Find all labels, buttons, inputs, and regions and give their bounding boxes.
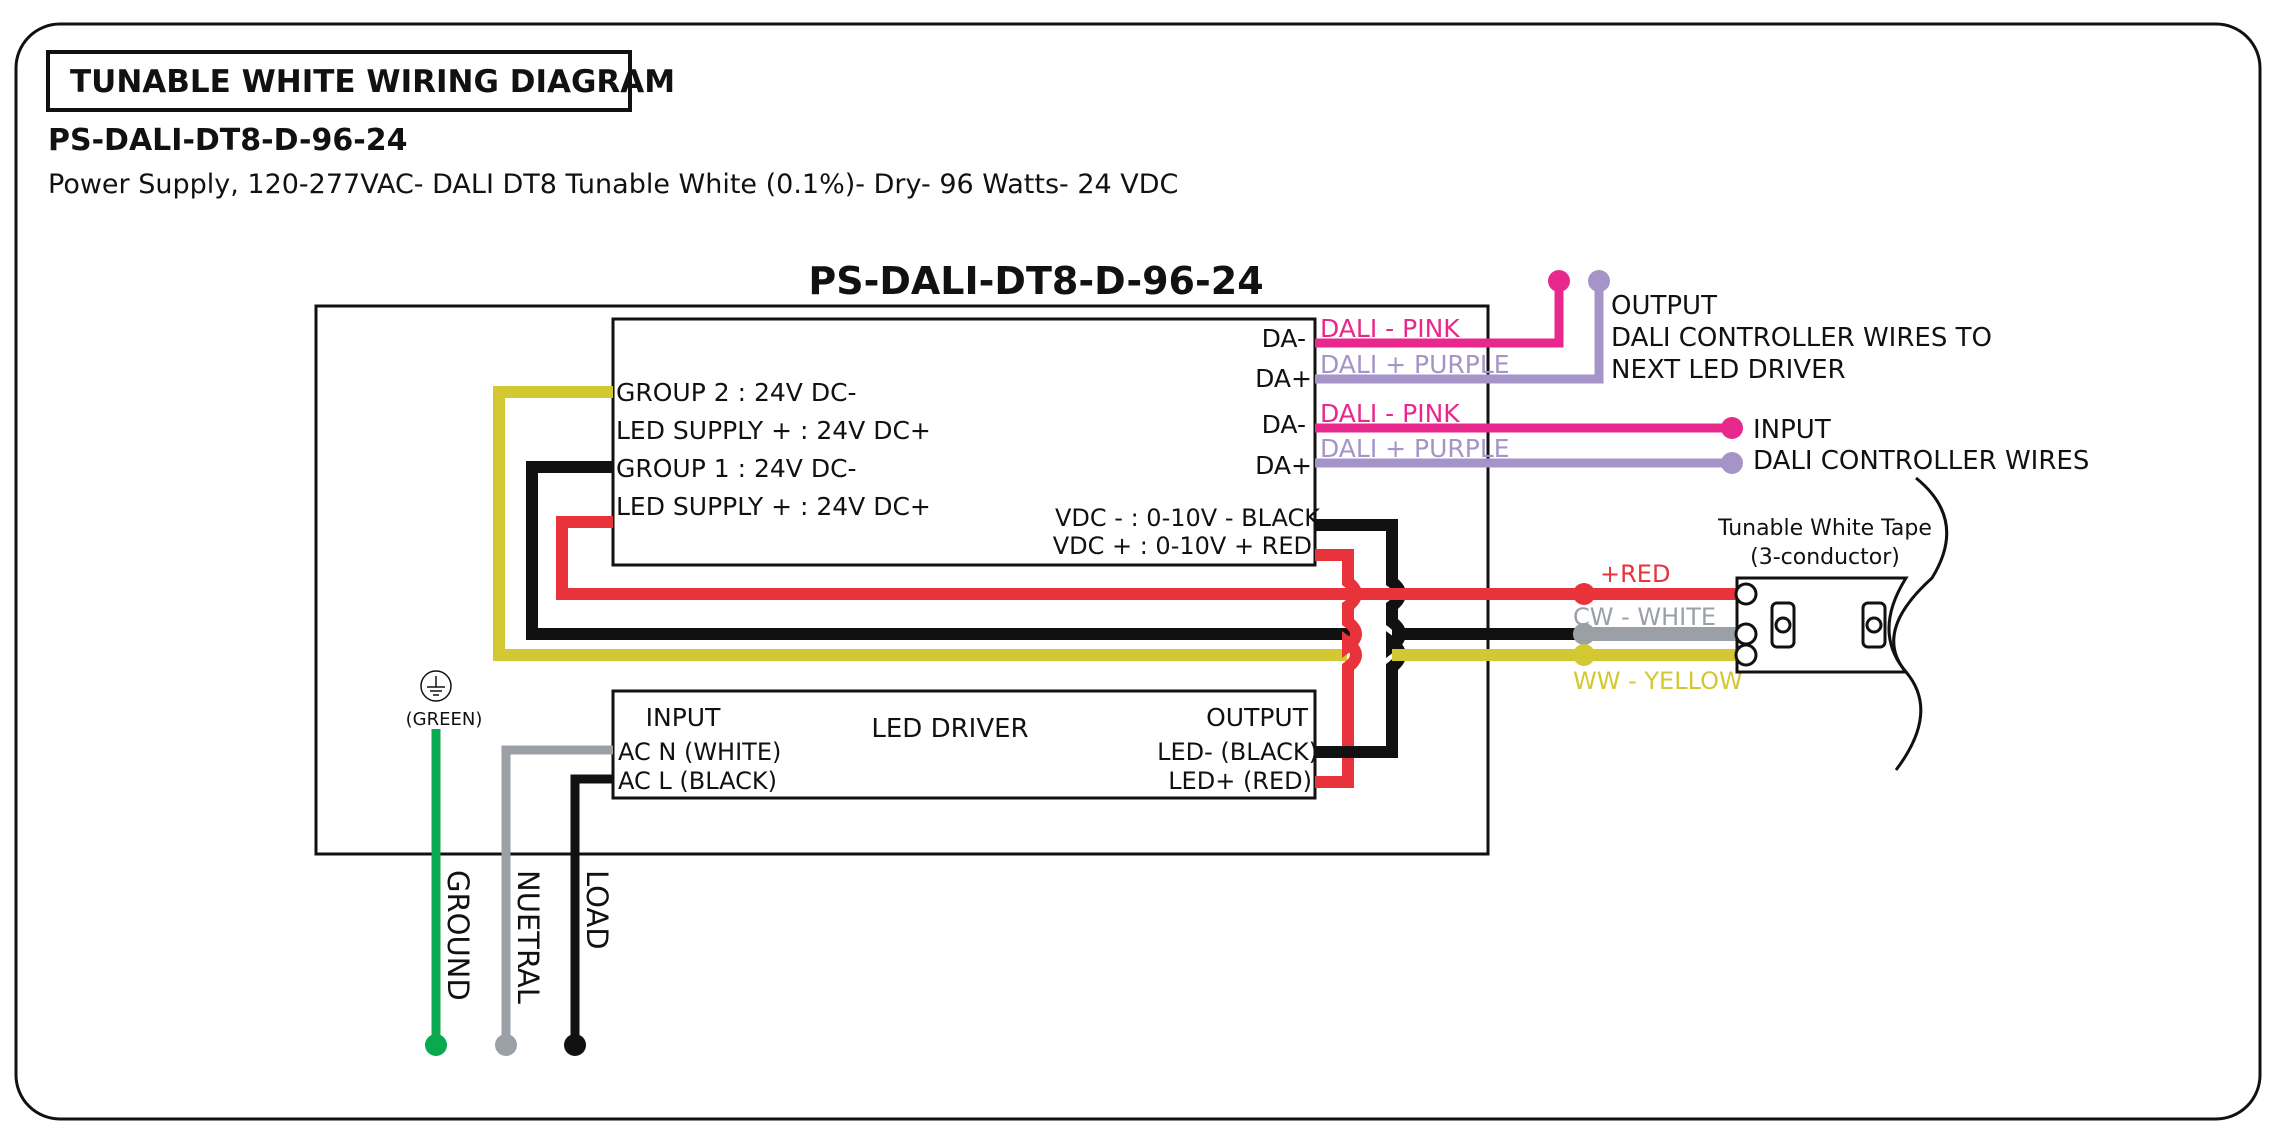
wire-dali-purple-output [1315, 281, 1604, 384]
dali-module-box [611, 317, 1317, 567]
wire-black-out-cover [1580, 627, 1737, 641]
annotation-output-1: OUTPUT [1611, 291, 1717, 321]
label-da-plus-1: DA+ [1255, 364, 1312, 393]
label-led-plus: LED+ (RED) [1168, 767, 1312, 795]
tape-label-2: (3-conductor) [1750, 545, 1900, 570]
unit-title: PS-DALI-DT8-D-96-24 [808, 259, 1263, 303]
label-led-supply-1: LED SUPPLY + : 24V DC+ [616, 416, 931, 445]
label-ac-l: AC L (BLACK) [618, 767, 777, 795]
outer-frame [14, 22, 2262, 1121]
wire-neutral [501, 745, 613, 1045]
label-da-plus-2: DA+ [1255, 451, 1312, 480]
model-number: PS-DALI-DT8-D-96-24 [48, 123, 407, 158]
label-driver-input: INPUT [646, 703, 721, 732]
label-da-minus-2: DA- [1262, 410, 1306, 439]
label-cw-white: CW - WHITE [1573, 603, 1716, 631]
label-vdc-minus: VDC - : 0-10V - BLACK [1055, 504, 1321, 532]
terminal-yellow [1573, 644, 1595, 666]
label-plus-red: +RED [1600, 560, 1670, 588]
label-led-minus: LED- (BLACK) [1157, 738, 1318, 766]
label-ww-yellow: WW - YELLOW [1573, 667, 1743, 695]
label-load: LOAD [580, 870, 614, 950]
wire-dali-pink-output [1315, 281, 1564, 348]
wire-black-cw [526, 461, 1353, 640]
label-dali-pink-1: DALI - PINK [1320, 314, 1460, 343]
tape-label-1: Tunable White Tape [1717, 516, 1932, 541]
unit-enclosure [314, 304, 1490, 856]
label-led-driver: LED DRIVER [871, 714, 1028, 744]
tape-pad-2 [1734, 622, 1758, 646]
label-led-supply-2: LED SUPPLY + : 24V DC+ [616, 492, 931, 521]
terminal-output-purple [1588, 270, 1610, 292]
title-box [46, 50, 632, 112]
label-dali-purple-2: DALI + PURPLE [1320, 434, 1510, 463]
label-group1: GROUP 1 : 24V DC- [616, 454, 857, 483]
wire-red-supply [556, 516, 1353, 600]
product-description: Power Supply, 120-277VAC- DALI DT8 Tunab… [48, 169, 1178, 200]
label-dali-purple-1: DALI + PURPLE [1320, 350, 1510, 379]
terminal-load [564, 1034, 586, 1056]
label-driver-output: OUTPUT [1206, 703, 1309, 732]
annotation-output-3: NEXT LED DRIVER [1611, 355, 1846, 385]
wire-load [570, 774, 613, 1045]
terminal-input-pink [1721, 417, 1743, 439]
tape-led-1 [1770, 601, 1796, 649]
tape-cut-edge [1892, 476, 1949, 771]
terminal-ground [425, 1034, 447, 1056]
tape-led-2 [1861, 601, 1887, 649]
led-driver-box [611, 689, 1317, 800]
terminal-gray [1573, 623, 1595, 645]
label-vdc-plus: VDC + : 0-10V + RED [1053, 532, 1312, 560]
wire-yellow-ww [493, 386, 1347, 661]
label-green: (GREEN) [406, 709, 483, 730]
annotation-input-2: DALI CONTROLLER WIRES [1753, 446, 2089, 476]
label-da-minus-1: DA- [1262, 324, 1306, 353]
label-neutral: NUETRAL [511, 870, 545, 1004]
tape-pad-3 [1734, 643, 1758, 667]
label-dali-pink-2: DALI - PINK [1320, 399, 1460, 428]
label-ac-n: AC N (WHITE) [618, 738, 781, 766]
terminal-output-pink [1548, 270, 1570, 292]
annotation-output-2: DALI CONTROLLER WIRES TO [1611, 323, 1992, 353]
terminal-input-purple [1721, 452, 1743, 474]
label-ground: GROUND [441, 870, 475, 1001]
label-group2: GROUP 2 : 24V DC- [616, 378, 857, 407]
terminal-neutral [495, 1034, 517, 1056]
tape-pad-1 [1734, 582, 1758, 606]
annotation-input-1: INPUT [1753, 415, 1831, 445]
terminal-red [1573, 583, 1595, 605]
diagram-title: TUNABLE WHITE WIRING DIAGRAM [70, 64, 675, 100]
ground-icon [420, 670, 452, 702]
